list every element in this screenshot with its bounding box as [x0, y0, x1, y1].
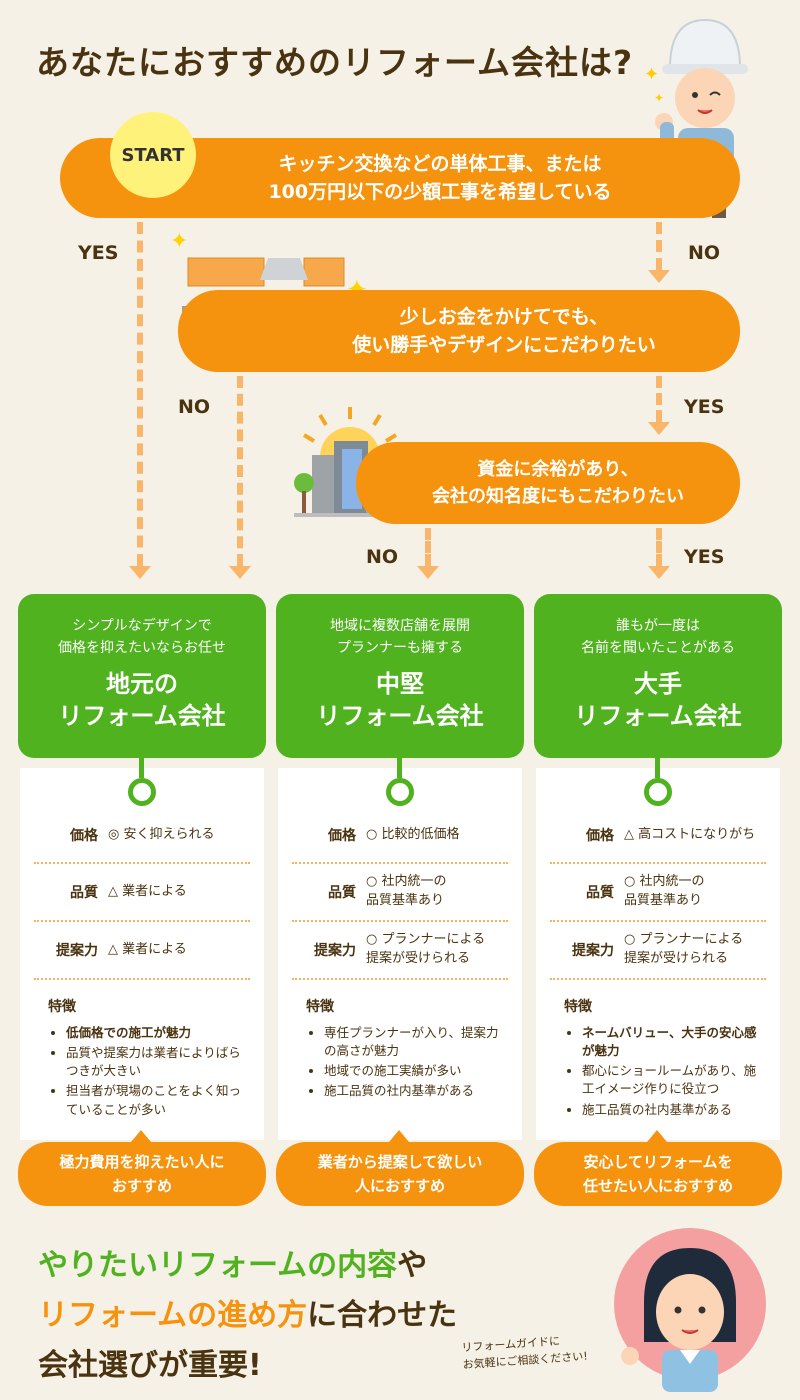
- card-local-recommend: 極力費用を抑えたい人に おすすめ: [18, 1142, 266, 1206]
- list-item: ネームバリュー、大手の安心感が魅力: [582, 1024, 766, 1060]
- card-name: 中堅 リフォーム会社: [316, 670, 484, 730]
- building-illustration: [294, 407, 406, 517]
- no-path-1: [656, 222, 662, 270]
- features-list: ネームバリュー、大手の安心感が魅力 都心にショールームがあり、施工イメージ作りに…: [536, 1024, 780, 1119]
- card-mid-body: 価格 ○ 比較的低価格 品質 ○ 社内統一の 品質基準あり 提案力 ○ プランナ…: [278, 758, 522, 1140]
- arrow-down-icon: [648, 566, 670, 579]
- row-quality: 品質 ○ 社内統一の 品質基準あり: [292, 864, 508, 922]
- no-path-3: [425, 528, 431, 566]
- q3-no-label: NO: [366, 546, 399, 568]
- slogan-line-2: リフォームの進め方に合わせた: [38, 1298, 458, 1333]
- yes-path-1: [137, 222, 143, 566]
- row-proposal: 提案力 ○ プランナーによる 提案が受けられる: [550, 922, 766, 980]
- arrow-down-icon: [648, 422, 670, 435]
- yes-path-3: [656, 528, 662, 566]
- card-name: 大手 リフォーム会社: [574, 670, 742, 730]
- card-subtitle: 誰もが一度は 名前を聞いたことがある: [581, 618, 735, 656]
- list-item: 品質や提案力は業者によりばらつきが大きい: [66, 1044, 250, 1080]
- ring-icon: [644, 778, 672, 806]
- features-list: 専任プランナーが入り、提案力の高さが魅力 地域での施工実績が多い 施工品質の社内…: [278, 1024, 522, 1101]
- row-price: 価格 △ 高コストになりがち: [550, 808, 766, 864]
- arrow-down-icon: [648, 270, 670, 283]
- pointer-icon: [647, 1130, 667, 1142]
- row-price: 価格 ◎ 安く抑えられる: [34, 808, 250, 864]
- features-title: 特徴: [48, 999, 76, 1015]
- card-subtitle: 地域に複数店舗を展開 プランナーも擁する: [330, 618, 470, 656]
- card-local-header: シンプルなデザインで 価格を抑えたいならお任せ 地元の リフォーム会社: [18, 594, 266, 758]
- connector: [139, 758, 144, 778]
- page-title: あなたにおすすめのリフォーム会社は?: [36, 43, 634, 82]
- arrow-down-icon: [229, 566, 251, 579]
- connector: [397, 758, 402, 778]
- row-quality: 品質 ○ 社内統一の 品質基準あり: [550, 864, 766, 922]
- arrow-down-icon: [129, 566, 151, 579]
- pointer-icon: [389, 1130, 409, 1142]
- list-item: 施工品質の社内基準がある: [324, 1082, 508, 1100]
- features-title: 特徴: [306, 999, 334, 1015]
- row-price: 価格 ○ 比較的低価格: [292, 808, 508, 864]
- list-item: 担当者が現場のことをよく知っていることが多い: [66, 1082, 250, 1118]
- card-mid-recommend: 業者から提案して欲しい 人におすすめ: [276, 1142, 524, 1206]
- q3-yes-label: YES: [684, 546, 725, 568]
- no-path-2: [237, 376, 243, 566]
- card-mid-header: 地域に複数店舗を展開 プランナーも擁する 中堅 リフォーム会社: [276, 594, 524, 758]
- q2-yes-label: YES: [684, 396, 725, 418]
- card-major-header: 誰もが一度は 名前を聞いたことがある 大手 リフォーム会社: [534, 594, 782, 758]
- row-quality: 品質 △ 業者による: [34, 864, 250, 922]
- features-list: 低価格での施工が魅力 品質や提案力は業者によりばらつきが大きい 担当者が現場のこ…: [20, 1024, 264, 1119]
- row-proposal: 提案力 △ 業者による: [34, 922, 250, 980]
- question-3: 資金に余裕があり、 会社の知名度にもこだわりたい: [356, 442, 740, 524]
- start-badge: START: [110, 112, 196, 198]
- q1-yes-label: YES: [78, 242, 119, 264]
- features-title: 特徴: [564, 999, 592, 1015]
- arrow-down-icon: [417, 566, 439, 579]
- guide-note: リフォームガイドに お気軽にご相談ください!: [461, 1334, 589, 1371]
- list-item: 低価格での施工が魅力: [66, 1024, 250, 1042]
- card-name: 地元の リフォーム会社: [58, 670, 226, 730]
- guide-illustration: [614, 1228, 766, 1392]
- question-2: 少しお金をかけてでも、 使い勝手やデザインにこだわりたい: [178, 290, 740, 372]
- connector: [655, 758, 660, 778]
- slogan-line-1: やりたいリフォームの内容や: [38, 1248, 428, 1283]
- slogan-line-3: 会社選びが重要!: [38, 1348, 262, 1383]
- q1-no-label: NO: [688, 242, 721, 264]
- list-item: 施工品質の社内基準がある: [582, 1101, 766, 1119]
- card-major-body: 価格 △ 高コストになりがち 品質 ○ 社内統一の 品質基準あり 提案力 ○ プ…: [536, 758, 780, 1140]
- list-item: 地域での施工実績が多い: [324, 1062, 508, 1080]
- svg-text:✦: ✦: [170, 229, 188, 254]
- yes-path-2: [656, 376, 662, 422]
- svg-text:✦: ✦: [644, 64, 659, 85]
- pointer-icon: [131, 1130, 151, 1142]
- q2-no-label: NO: [178, 396, 211, 418]
- card-major-recommend: 安心してリフォームを 任せたい人におすすめ: [534, 1142, 782, 1206]
- list-item: 専任プランナーが入り、提案力の高さが魅力: [324, 1024, 508, 1060]
- svg-text:✦: ✦: [654, 91, 664, 105]
- ring-icon: [128, 778, 156, 806]
- card-local-body: 価格 ◎ 安く抑えられる 品質 △ 業者による 提案力 △ 業者による 特徴 低…: [20, 758, 264, 1140]
- list-item: 都心にショールームがあり、施工イメージ作りに役立つ: [582, 1062, 766, 1098]
- row-proposal: 提案力 ○ プランナーによる 提案が受けられる: [292, 922, 508, 980]
- card-subtitle: シンプルなデザインで 価格を抑えたいならお任せ: [58, 618, 226, 656]
- ring-icon: [386, 778, 414, 806]
